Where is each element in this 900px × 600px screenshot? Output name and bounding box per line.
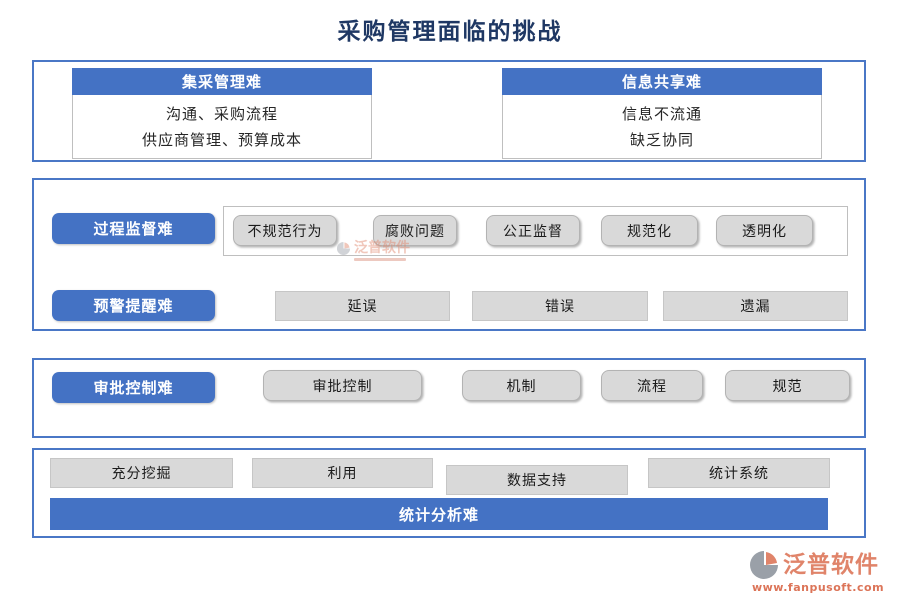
chip-irregular-behavior: 不规范行为 xyxy=(233,215,337,246)
card-line: 沟通、采购流程 xyxy=(165,105,278,123)
box-full-mining: 充分挖掘 xyxy=(50,458,233,488)
card-centralized-purchasing: 集采管理难 沟通、采购流程 供应商管理、预算成本 xyxy=(72,68,372,159)
label-approval-control: 审批控制难 xyxy=(52,372,215,403)
section-statistics: 充分挖掘 利用 数据支持 统计系统 统计分析难 xyxy=(32,448,866,538)
box-error: 错误 xyxy=(472,291,648,321)
box-delay: 延误 xyxy=(275,291,450,321)
card-header: 集采管理难 xyxy=(72,68,372,95)
process-chip-tray: 不规范行为 腐败问题 公正监督 规范化 透明化 xyxy=(223,206,848,256)
chip-approval-control: 审批控制 xyxy=(263,370,422,401)
footer-brand-url: www.fanpusoft.com xyxy=(751,581,885,594)
box-statistics-system: 统计系统 xyxy=(648,458,830,488)
chip-standard: 规范 xyxy=(725,370,850,401)
card-header: 信息共享难 xyxy=(502,68,822,95)
box-utilization: 利用 xyxy=(252,458,433,488)
box-data-support: 数据支持 xyxy=(446,465,628,495)
card-body: 沟通、采购流程 供应商管理、预算成本 xyxy=(72,95,372,159)
card-information-sharing: 信息共享难 信息不流通 缺乏协同 xyxy=(502,68,822,159)
box-omission: 遗漏 xyxy=(663,291,848,321)
fanpu-footer-logo: 泛普软件 www.fanpusoft.com xyxy=(748,549,888,594)
card-line: 供应商管理、预算成本 xyxy=(141,131,302,149)
label-warning-reminder: 预警提醒难 xyxy=(52,290,215,321)
chip-standardization: 规范化 xyxy=(601,215,698,246)
footer-brand-text: 泛普软件 xyxy=(783,552,879,578)
card-line: 缺乏协同 xyxy=(629,131,694,149)
chip-process: 流程 xyxy=(601,370,703,401)
card-body: 信息不流通 缺乏协同 xyxy=(502,95,822,159)
chip-mechanism: 机制 xyxy=(462,370,581,401)
label-process-supervision: 过程监督难 xyxy=(52,213,215,244)
page-title: 采购管理面临的挑战 xyxy=(337,18,563,45)
chip-transparency: 透明化 xyxy=(716,215,813,246)
chip-corruption: 腐败问题 xyxy=(373,215,457,246)
section-process-warning: 过程监督难 不规范行为 腐败问题 公正监督 规范化 透明化 预警提醒难 延误 错… xyxy=(32,178,866,331)
section-top-cards: 集采管理难 沟通、采购流程 供应商管理、预算成本 信息共享难 信息不流通 缺乏协… xyxy=(32,60,866,162)
fanpu-logo-icon xyxy=(748,549,780,581)
chip-fair-supervision: 公正监督 xyxy=(486,215,580,246)
bar-statistical-analysis: 统计分析难 xyxy=(50,498,828,530)
section-approval: 审批控制难 审批控制 机制 流程 规范 xyxy=(32,358,866,438)
card-line: 信息不流通 xyxy=(621,105,702,123)
